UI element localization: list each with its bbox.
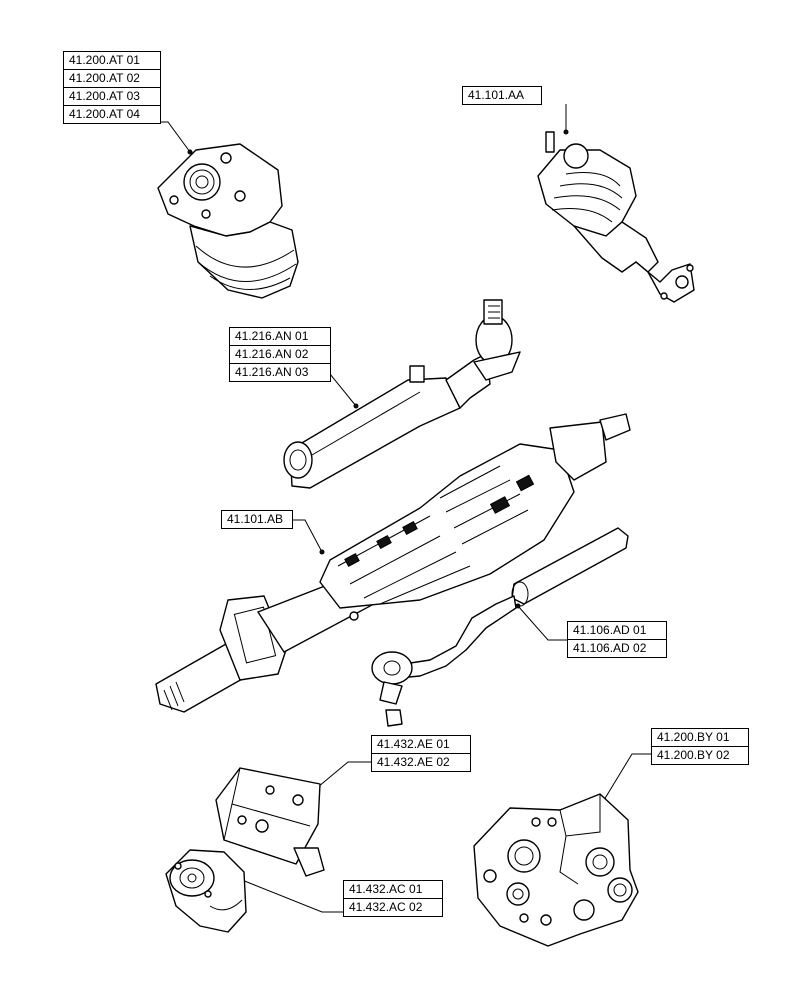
drag-link-part — [371, 527, 629, 727]
callout-steering-motor: 41.200.AT 01 41.200.AT 02 41.200.AT 03 4… — [63, 51, 161, 124]
callout-drag-link: 41.106.AD 01 41.106.AD 02 — [567, 621, 667, 658]
steering-column-part — [155, 413, 631, 713]
priority-block-part — [215, 767, 325, 877]
callout-code: 41.200.BY 02 — [652, 746, 748, 764]
callout-code: 41.200.BY 01 — [657, 730, 730, 744]
callout-code: 41.432.AC 02 — [344, 898, 442, 916]
callout-column-valve: 41.101.AA — [462, 86, 542, 105]
callout-code: 41.200.AT 03 — [64, 87, 160, 105]
callout-code: 41.101.AB — [227, 512, 284, 526]
callout-code: 41.432.AC 01 — [349, 882, 423, 896]
callout-distributor-body: 41.200.BY 01 41.200.BY 02 — [651, 728, 749, 765]
callout-code: 41.200.AT 01 — [69, 53, 140, 67]
callout-code: 41.432.AE 01 — [377, 737, 450, 751]
callout-orbitrol-unit: 41.432.AC 01 41.432.AC 02 — [343, 880, 443, 917]
distributor-body-part — [473, 793, 639, 947]
callout-code: 41.101.AA — [468, 88, 525, 102]
callout-code: 41.200.AT 02 — [64, 69, 160, 87]
callout-code: 41.216.AN 02 — [230, 345, 330, 363]
callout-steering-column: 41.101.AB — [221, 510, 293, 529]
callout-code: 41.106.AD 01 — [573, 623, 647, 637]
callout-priority-block: 41.432.AE 01 41.432.AE 02 — [371, 735, 471, 772]
callout-code: 41.216.AN 01 — [235, 329, 309, 343]
callout-steering-cylinder: 41.216.AN 01 41.216.AN 02 41.216.AN 03 — [229, 327, 331, 382]
callout-code: 41.200.AT 04 — [64, 105, 160, 123]
callout-code: 41.216.AN 03 — [230, 363, 330, 381]
orbitrol-unit-part — [165, 849, 247, 933]
steering-cylinder-part — [283, 299, 521, 489]
callout-code: 41.432.AE 02 — [372, 753, 470, 771]
steering-motor-part — [157, 143, 299, 299]
callout-code: 41.106.AD 02 — [568, 639, 666, 657]
column-valve-part — [537, 131, 695, 303]
